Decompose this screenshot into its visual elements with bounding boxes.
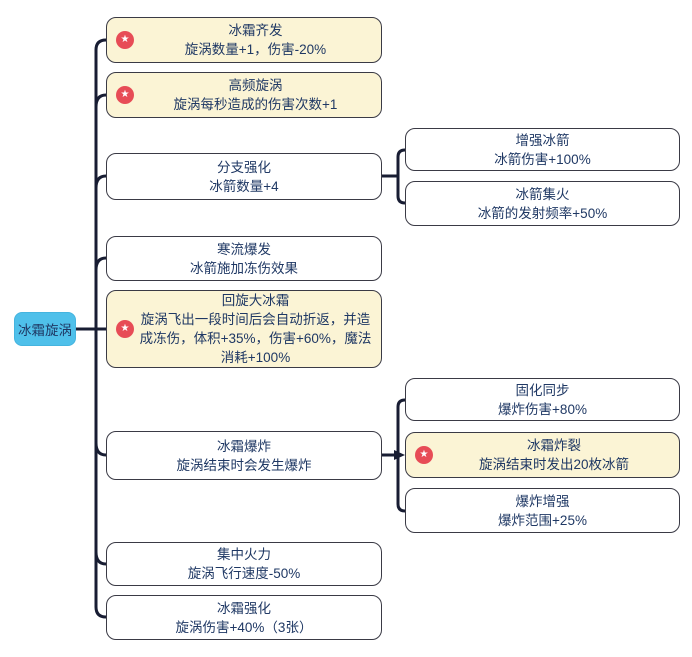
node-title: 增强冰箭 (515, 132, 570, 148)
node-desc: 旋涡飞出一段时间后会自动折返，并造成冻伤，体积+35%，伤害+60%，魔法消耗+… (139, 312, 372, 365)
node-title: 集中火力 (217, 547, 271, 562)
node-desc: 冰箭施加冻伤效果 (190, 260, 298, 276)
node-title: 冰霜爆炸 (217, 438, 271, 454)
star-badge-icon: ★ (116, 86, 134, 104)
node-title: 回旋大冰霜 (221, 293, 290, 308)
node-desc: 旋涡数量+1，伤害-20% (184, 42, 327, 57)
node-title: 冰霜强化 (217, 600, 271, 616)
node-desc: 爆炸范围+25% (498, 512, 587, 528)
node-title: 爆炸增强 (515, 493, 570, 509)
skill-node-explosion-enhance[interactable]: 爆炸增强 爆炸范围+25% (405, 488, 680, 533)
skill-node-focused-fire[interactable]: 集中火力 旋涡飞行速度-50% (106, 542, 382, 586)
node-title: 高频旋涡 (228, 78, 283, 93)
star-badge-icon: ★ (116, 31, 134, 49)
skill-node-cold-burst[interactable]: 寒流爆发 冰箭施加冻伤效果 (106, 236, 382, 281)
node-desc: 旋涡结束时会发生爆炸 (176, 457, 312, 473)
node-desc: 旋涡每秒造成的伤害次数+1 (173, 97, 338, 112)
node-title: 冰霜齐发 (228, 23, 283, 38)
skill-node-high-freq-vortex[interactable]: ★ 高频旋涡 旋涡每秒造成的伤害次数+1 (106, 72, 382, 118)
node-desc: 旋涡飞行速度-50% (187, 566, 301, 581)
skill-node-frost-shatter[interactable]: ★ 冰霜炸裂 旋涡结束时发出20枚冰箭 (405, 432, 680, 478)
node-desc: 爆炸伤害+80% (498, 401, 587, 417)
node-desc: 冰箭伤害+100% (494, 151, 591, 167)
node-title: 分支强化 (217, 159, 271, 175)
node-desc: 冰箭的发射频率+50% (477, 205, 608, 221)
skill-node-ice-arrow-focus[interactable]: 冰箭集火 冰箭的发射频率+50% (405, 181, 680, 226)
skill-node-returning-big-frost[interactable]: ★ 回旋大冰霜 旋涡飞出一段时间后会自动折返，并造成冻伤，体积+35%，伤害+6… (106, 290, 382, 368)
node-desc: 冰箭数量+4 (209, 178, 279, 194)
star-badge-icon: ★ (415, 446, 433, 464)
skill-node-solidify-sync[interactable]: 固化同步 爆炸伤害+80% (405, 378, 680, 421)
skill-node-frost-enhance[interactable]: 冰霜强化 旋涡伤害+40%（3张） (106, 595, 382, 640)
node-title: 冰箭集火 (515, 186, 570, 202)
root-node-label: 冰霜旋涡 (18, 323, 72, 338)
node-desc: 旋涡伤害+40%（3张） (175, 619, 313, 635)
arrowhead-icon (394, 450, 405, 460)
skill-node-branch-enhance[interactable]: 分支强化 冰箭数量+4 (106, 153, 382, 200)
star-badge-icon: ★ (116, 320, 134, 338)
skill-node-frost-explosion[interactable]: 冰霜爆炸 旋涡结束时会发生爆炸 (106, 431, 382, 480)
skill-node-enhanced-ice-arrow[interactable]: 增强冰箭 冰箭伤害+100% (405, 128, 680, 171)
node-title: 固化同步 (515, 382, 570, 398)
skill-node-ice-salvo[interactable]: ★ 冰霜齐发 旋涡数量+1，伤害-20% (106, 17, 382, 63)
node-title: 寒流爆发 (217, 241, 271, 257)
node-title: 冰霜炸裂 (527, 438, 581, 453)
node-desc: 旋涡结束时发出20枚冰箭 (478, 457, 630, 472)
root-node-frost-vortex[interactable]: 冰霜旋涡 (14, 312, 76, 346)
